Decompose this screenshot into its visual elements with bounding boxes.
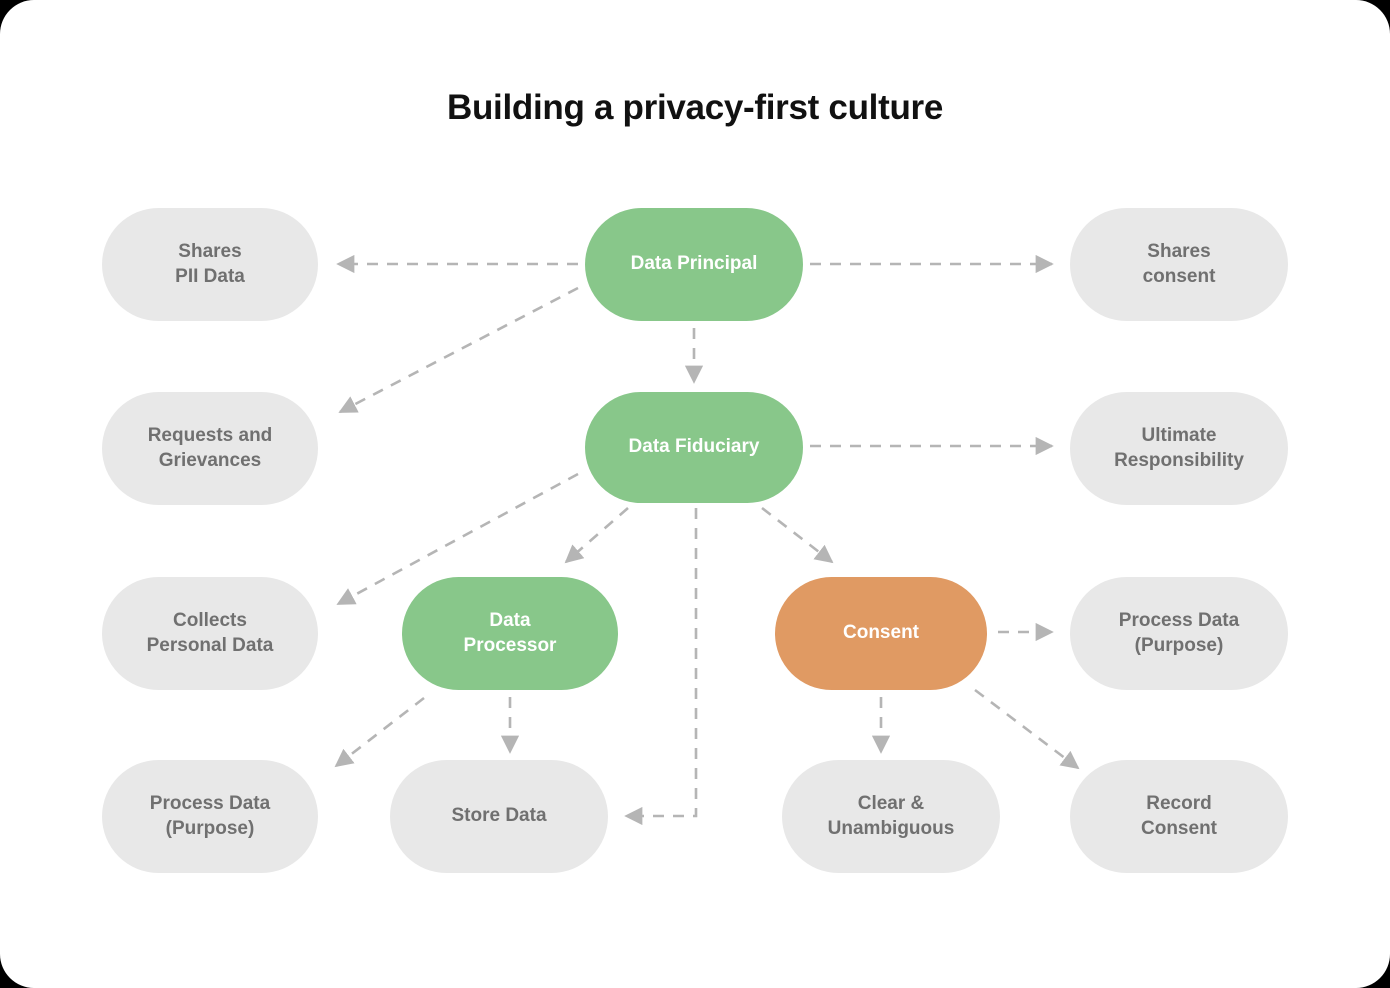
node-shares-consent[interactable]: Shares consent [1070,208,1288,321]
edge-consent-to-record [974,688,1080,770]
node-data-principal[interactable]: Data Principal [585,208,803,321]
node-process-data-purpose-left[interactable]: Process Data (Purpose) [102,760,318,873]
node-requests-and-grievances[interactable]: Requests and Grievances [102,392,318,505]
edge-fiduciary-to-processor [564,507,629,564]
node-data-fiduciary[interactable]: Data Fiduciary [585,392,803,503]
node-record-consent[interactable]: Record Consent [1070,760,1288,873]
node-shares-pii-data[interactable]: Shares PII Data [102,208,318,321]
node-data-processor[interactable]: Data Processor [402,577,618,690]
node-consent[interactable]: Consent [775,577,987,690]
node-process-data-purpose-right[interactable]: Process Data (Purpose) [1070,577,1288,690]
edge-fiduciary-to-store [624,508,698,826]
edge-fiduciary-to-consent [761,506,834,564]
node-store-data[interactable]: Store Data [390,760,608,873]
node-collects-personal-data[interactable]: Collects Personal Data [102,577,318,690]
node-clear-unambiguous[interactable]: Clear & Unambiguous [782,760,1000,873]
node-ultimate-responsibility[interactable]: Ultimate Responsibility [1070,392,1288,505]
page-title: Building a privacy-first culture [446,88,944,127]
edge-processor-to-process-data [334,696,425,768]
edge-principal-to-requests [338,286,579,414]
